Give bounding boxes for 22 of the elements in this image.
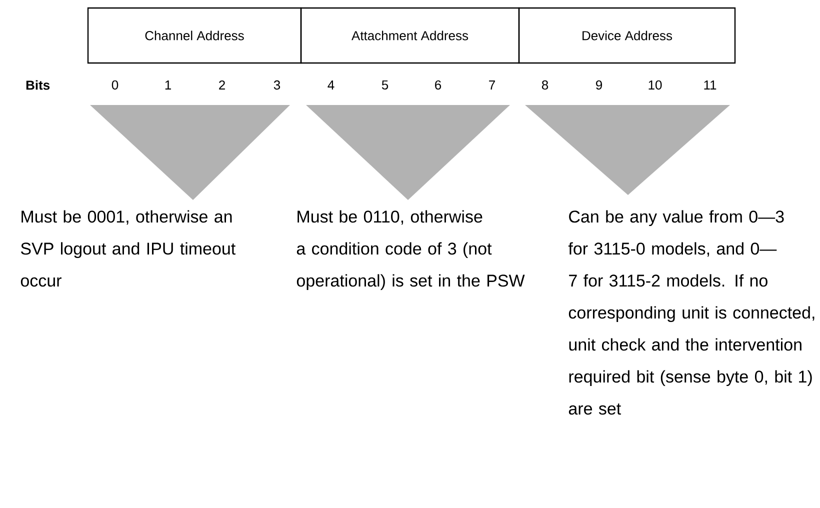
funnel-triangle xyxy=(306,105,510,200)
field-box: Channel Address xyxy=(87,7,302,64)
bit-number: 9 xyxy=(596,80,602,90)
bit-number: 10 xyxy=(648,80,662,90)
bit-number: 1 xyxy=(165,80,171,90)
field-box: Device Address xyxy=(518,7,736,64)
bit-number: 8 xyxy=(542,80,548,90)
note-text: Can be any value from 0—3 for 3115-0 models, and 0—7 for 3115-2 models. If no corresponding unit is connected, unit check and the intervention required bit (sense byte 0, bit 1) are set xyxy=(568,210,814,415)
note-text: Must be 0001, otherwise an SVP logout and IPU timeout occur xyxy=(20,210,236,287)
bit-number: 6 xyxy=(435,80,442,90)
field-box: Attachment Address xyxy=(300,7,520,64)
bit-number: 5 xyxy=(382,80,388,90)
funnel-triangle xyxy=(90,105,290,200)
bit-number: 7 xyxy=(489,80,495,90)
note-text: Must be 0110, otherwise a condition code of 3 (not operational) is set in the PSW xyxy=(296,210,525,290)
bit-number: 2 xyxy=(219,80,225,90)
bit-number: 11 xyxy=(704,80,716,90)
funnel-triangle xyxy=(525,105,730,195)
bit-number: 4 xyxy=(328,80,334,90)
row-label: Bits xyxy=(26,80,50,90)
bit-number: 0 xyxy=(112,80,118,90)
bit-number: 3 xyxy=(274,80,280,90)
